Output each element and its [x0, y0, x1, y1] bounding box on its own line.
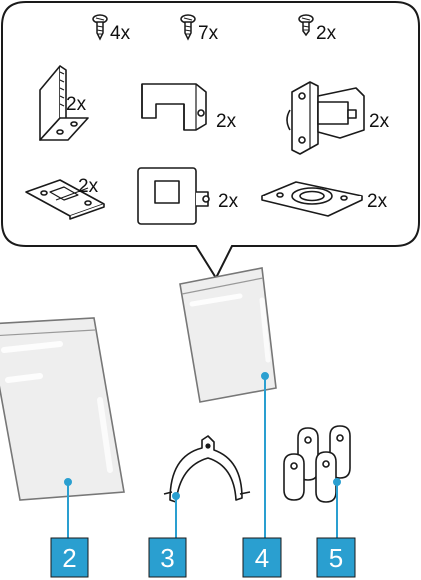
item-number-2: 2: [50, 537, 89, 578]
u-bracket-icon: [141, 83, 207, 131]
screw-2x: 2x: [298, 14, 337, 44]
item-clip: [163, 435, 251, 503]
item-hooks: [283, 425, 351, 503]
item-number-4: 4: [242, 537, 282, 578]
part-qty-label: 2x: [218, 191, 239, 212]
screw-qty-label: 4x: [110, 23, 131, 44]
bag-icon: [0, 317, 125, 501]
item-number-3: 3: [148, 537, 187, 578]
screw-qty-label: 2x: [316, 23, 337, 44]
screw-icon: [180, 14, 196, 41]
part-qty-label: 2x: [216, 111, 237, 132]
part-qty-label: 2x: [369, 111, 390, 132]
item-number-5: 5: [316, 537, 356, 578]
item-bag-small: [179, 267, 277, 403]
screw-qty-label: 7x: [198, 23, 219, 44]
part-qty-label: 2x: [66, 94, 87, 115]
gasket-plate-icon: [261, 181, 363, 217]
part-hinge-bracket: 2x: [286, 81, 390, 155]
comb-bracket-icon: [39, 65, 89, 141]
part-u-bracket: 2x: [141, 83, 237, 132]
hook-icon: [283, 425, 351, 503]
item-number-label: 4: [255, 543, 269, 573]
screw-4x: 4x: [92, 14, 131, 44]
flat-plate-icon: [25, 179, 105, 220]
screw-7x: 7x: [180, 14, 219, 44]
item-number-label: 2: [62, 543, 76, 573]
hinge-bracket-icon: [286, 81, 365, 155]
part-comb-bracket: 2x: [39, 65, 89, 141]
part-square-plate: 2x: [137, 167, 239, 225]
bag-icon: [179, 267, 277, 403]
part-qty-label: 2x: [78, 176, 99, 197]
part-qty-label: 2x: [367, 191, 388, 212]
square-plate-icon: [137, 167, 210, 225]
leader-lines: [64, 372, 341, 538]
screw-icon: [92, 14, 108, 41]
part-flat-plate: 2x: [25, 176, 105, 220]
item-bag-large: [0, 317, 125, 501]
clip-icon: [163, 435, 251, 503]
screw-icon: [298, 14, 314, 37]
item-number-label: 3: [160, 543, 174, 573]
part-gasket-plate: 2x: [261, 181, 388, 217]
item-number-label: 5: [329, 543, 343, 573]
